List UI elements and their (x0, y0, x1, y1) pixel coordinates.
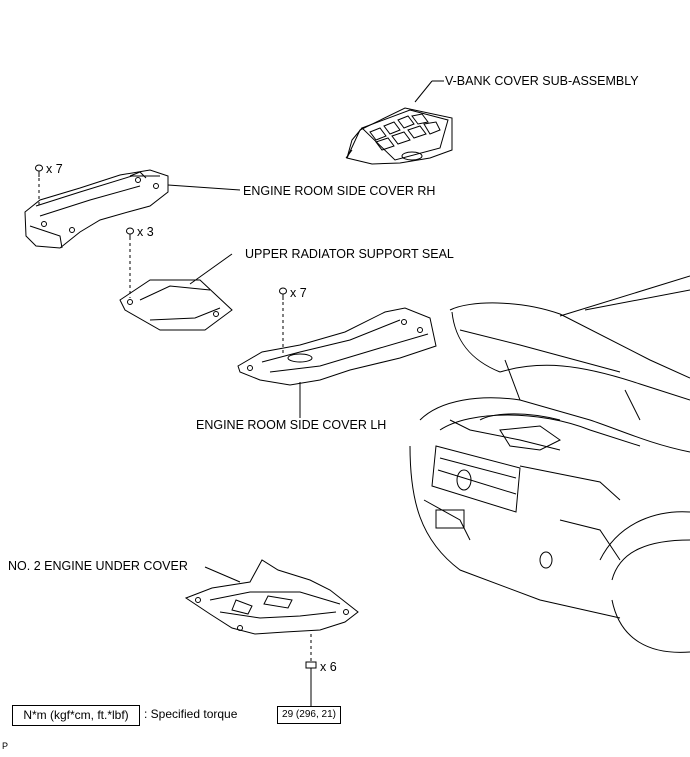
under-cover-leader (204, 566, 241, 583)
side-cover-lh-part (237, 307, 437, 386)
torque-value-box: 29 (296, 21) (277, 706, 341, 724)
v-bank-leader (414, 80, 433, 103)
torque-legend-description: : Specified torque (144, 707, 238, 721)
under-bolt-icon (305, 661, 317, 680)
radiator-seal-part (119, 279, 233, 331)
rh-clip-icon (35, 164, 43, 177)
lh-clip-icon (279, 287, 287, 300)
side-cover-lh-label: ENGINE ROOM SIDE COVER LH (196, 418, 387, 432)
radiator-seal-leader (189, 253, 233, 285)
side-cover-rh-leader (167, 184, 241, 191)
under-bolt-qty: x 6 (320, 660, 337, 674)
under-cover-label: NO. 2 ENGINE UNDER COVER (8, 559, 188, 573)
v-bank-cover-label: V-BANK COVER SUB-ASSEMBLY (445, 74, 639, 88)
vehicle-illustration (409, 275, 690, 653)
lh-clip-qty: x 7 (290, 286, 307, 300)
rh-clip-qty: x 7 (46, 162, 63, 176)
radiator-seal-label: UPPER RADIATOR SUPPORT SEAL (245, 247, 454, 261)
side-cover-rh-part (24, 169, 169, 249)
figure-code: P (2, 741, 9, 751)
v-bank-cover-part (345, 107, 453, 165)
side-cover-rh-label: ENGINE ROOM SIDE COVER RH (243, 184, 436, 198)
torque-unit-legend: N*m (kgf*cm, ft.*lbf) (12, 705, 140, 726)
seal-clip-qty: x 3 (137, 225, 154, 239)
under-cover-part (184, 559, 359, 635)
seal-clip-icon (126, 227, 134, 240)
